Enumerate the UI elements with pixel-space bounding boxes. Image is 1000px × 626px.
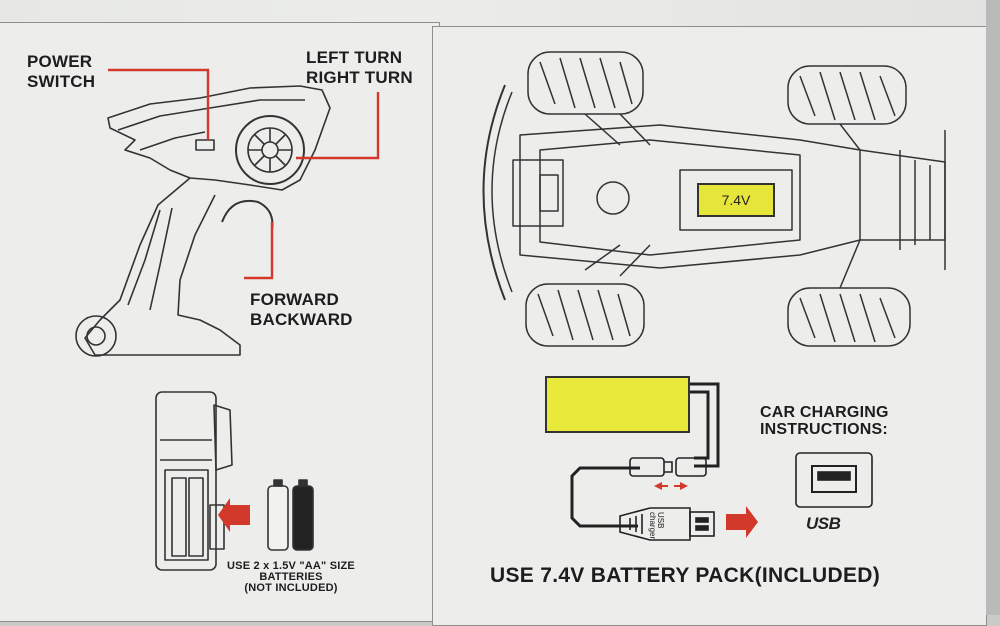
arrow-left-icon <box>218 498 250 532</box>
usb-plug-text: USB charger <box>648 512 665 540</box>
usb-port-icon <box>795 452 873 508</box>
controller-panel <box>0 22 440 622</box>
car-battery-label: 7.4V <box>697 183 775 217</box>
turn-label: LEFT TURN RIGHT TURN <box>306 48 413 87</box>
car-panel <box>432 26 987 626</box>
battery-note: USE 2 x 1.5V "AA" SIZE BATTERIES (NOT IN… <box>227 560 355 594</box>
arrow-right-icon <box>726 506 758 538</box>
sheet-edge <box>986 0 1000 615</box>
charging-title: CAR CHARGING INSTRUCTIONS: <box>760 404 889 438</box>
throttle-label: FORWARD BACKWARD <box>250 290 353 329</box>
footer-note: USE 7.4V BATTERY PACK(INCLUDED) <box>490 564 881 587</box>
battery-pack <box>545 376 690 433</box>
usb-logo: USB <box>806 514 841 533</box>
power-switch-label: POWER SWITCH <box>27 52 96 91</box>
